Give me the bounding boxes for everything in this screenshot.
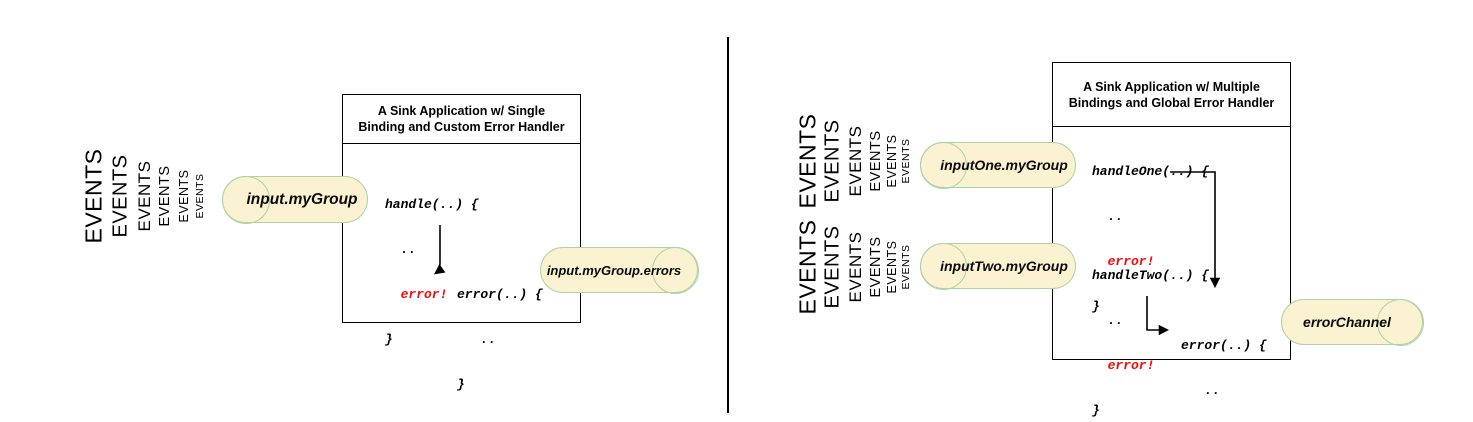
code-line: handleTwo(..) { xyxy=(1092,268,1210,283)
pill-label: input.myGroup xyxy=(246,190,358,208)
code-line: error! xyxy=(1092,358,1155,373)
code-line: .. xyxy=(1181,383,1221,398)
events-label: EVENTS xyxy=(846,125,865,197)
box-title: A Sink Application w/ Multiple Bindings … xyxy=(1053,63,1290,127)
events-label: EVENTS xyxy=(157,165,173,227)
code-line: } xyxy=(457,377,465,392)
box-title-line: Bindings and Global Error Handler xyxy=(1068,95,1275,110)
events-label: EVENTS xyxy=(885,134,899,188)
cylinder-end-icon xyxy=(221,175,270,224)
code-line: .. xyxy=(385,242,417,257)
box-title-line: Binding and Custom Error Handler xyxy=(358,120,565,134)
code-line: } xyxy=(1092,403,1100,418)
box-title-line: A Sink Application w/ Single xyxy=(377,104,546,118)
code-line: .. xyxy=(457,332,497,347)
inputtwo-mygroup-pill: inputTwo.myGroup xyxy=(919,242,1076,290)
code-line: error(..) { xyxy=(1181,338,1267,353)
events-label: EVENTS xyxy=(135,160,154,232)
events-label: EVENTS xyxy=(80,148,107,244)
cylinder-end-icon xyxy=(1376,298,1424,346)
events-label: EVENTS xyxy=(868,130,884,192)
cylinder-end-icon xyxy=(651,246,699,294)
input-mygroup-errors-pill: input.myGroup.errors xyxy=(540,246,699,294)
pill-label: input.myGroup.errors xyxy=(546,262,682,278)
code-line: handleOne(..) { xyxy=(1092,164,1210,179)
code-line: error! xyxy=(1092,254,1155,269)
pill-label: inputTwo.myGroup xyxy=(940,258,1068,274)
section-divider xyxy=(727,37,729,413)
events-label: EVENTS xyxy=(885,240,899,294)
inputone-mygroup-pill: inputOne.myGroup xyxy=(919,141,1076,189)
events-label: EVENTS xyxy=(794,113,821,209)
input-mygroup-pill: input.myGroup xyxy=(221,175,368,224)
code-line: .. xyxy=(1092,313,1124,328)
events-label: EVENTS xyxy=(194,173,206,219)
events-label: EVENTS xyxy=(900,138,912,184)
cylinder-end-icon xyxy=(919,242,967,290)
errorchannel-pill: errorChannel xyxy=(1281,298,1424,346)
events-label: EVENTS xyxy=(821,119,844,203)
events-label: EVENTS xyxy=(868,236,884,298)
code-line: error(..) { xyxy=(457,287,543,302)
code-line: error! xyxy=(385,287,448,302)
pill-label: inputOne.myGroup xyxy=(940,157,1068,173)
handletwo-code-block: handleTwo(..) { .. error! } xyxy=(1092,238,1209,422)
events-label: EVENTS xyxy=(109,154,132,238)
code-line: } xyxy=(385,332,393,347)
events-label: EVENTS xyxy=(794,219,821,315)
box-title: A Sink Application w/ Single Binding and… xyxy=(343,95,580,144)
code-line: handle(..) { xyxy=(385,197,479,212)
events-label: EVENTS xyxy=(846,231,865,303)
cylinder-end-icon xyxy=(919,141,967,189)
events-label: EVENTS xyxy=(177,169,191,223)
pill-label: errorChannel xyxy=(1303,314,1391,330)
global-error-handler-code-block: error(..) { .. } xyxy=(1181,308,1267,422)
sink-app-box-multiple: A Sink Application w/ Multiple Bindings … xyxy=(1052,62,1291,360)
events-label: EVENTS xyxy=(821,225,844,309)
handle-code-block: handle(..) { .. error! } xyxy=(385,167,479,377)
code-line: } xyxy=(1092,299,1100,314)
error-handler-code-block: error(..) { .. } xyxy=(457,257,543,422)
events-label: EVENTS xyxy=(900,244,912,290)
code-line: .. xyxy=(1092,209,1124,224)
box-title-line: A Sink Application w/ Multiple xyxy=(1083,79,1260,94)
